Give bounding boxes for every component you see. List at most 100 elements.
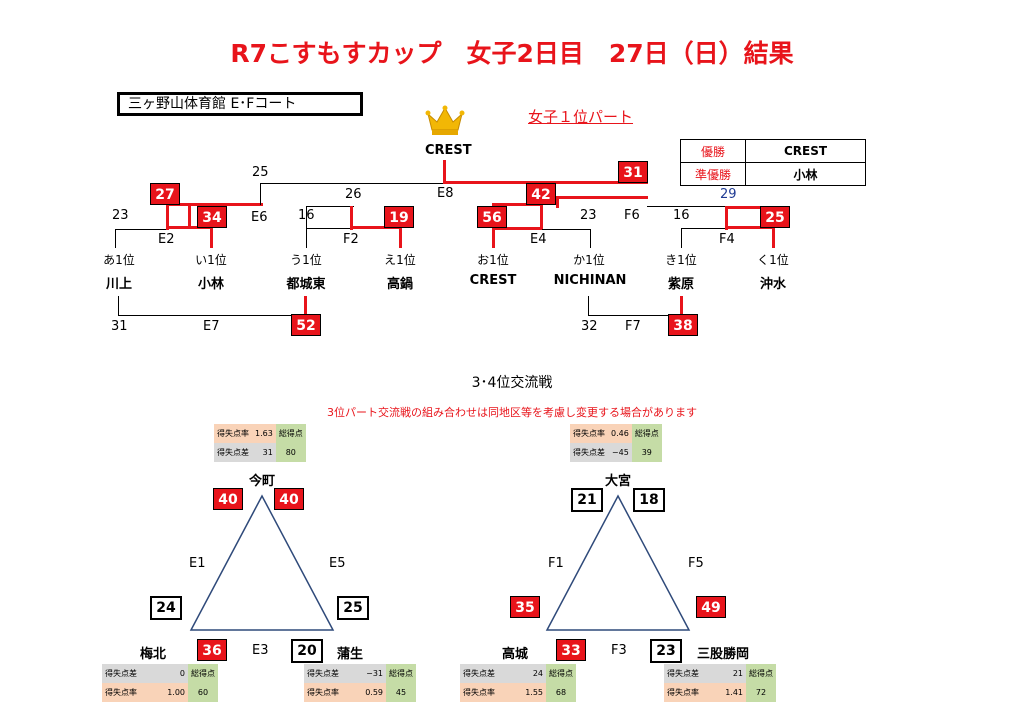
stat-key: 得失点差 xyxy=(664,664,720,683)
stat-value: 45 xyxy=(386,683,416,702)
team-name: 蒲生 xyxy=(337,647,364,662)
stat-key: 得失点差 xyxy=(214,443,252,462)
score-box: 36 xyxy=(197,639,227,661)
bracket-line xyxy=(556,196,648,199)
team-name: 小林 xyxy=(197,277,224,292)
runner-team: 小林 xyxy=(745,162,866,186)
team-name: 大宮 xyxy=(604,474,631,489)
team-seed: あ1位 xyxy=(103,253,135,267)
score-box: 24 xyxy=(150,596,182,620)
stat-value: 1.63 xyxy=(252,424,276,443)
venue-label: 三ヶ野山体育館 E･Fコート xyxy=(117,92,363,116)
score-label: 32 xyxy=(581,319,598,334)
bracket-line xyxy=(725,206,775,209)
bracket-line xyxy=(350,206,353,230)
match-label: E7 xyxy=(203,319,220,334)
team-name: 三股勝岡 xyxy=(697,647,750,662)
bracket-line xyxy=(166,203,263,206)
bracket-line xyxy=(680,296,683,316)
team-name: 沖水 xyxy=(759,277,786,292)
bracket-line xyxy=(540,206,543,230)
team-seed: い1位 xyxy=(195,253,227,267)
match-label: E4 xyxy=(530,232,547,247)
bracket-line xyxy=(588,315,682,316)
stat-key: 得失点差 xyxy=(460,664,520,683)
bracket-line xyxy=(681,228,682,248)
bracket-line xyxy=(166,196,169,230)
team-seed: か1位 xyxy=(573,253,605,267)
score-label: 26 xyxy=(345,187,362,202)
bracket-line xyxy=(492,203,543,206)
bracket-line xyxy=(118,315,306,316)
match-label: F5 xyxy=(688,556,704,571)
match-label: E1 xyxy=(189,556,206,571)
bracket-line xyxy=(542,229,590,230)
bracket-line xyxy=(647,206,727,207)
champion-name: CREST xyxy=(425,143,472,158)
bracket-line xyxy=(260,183,261,205)
bracket-line xyxy=(588,296,589,316)
stat-value: 60 xyxy=(188,683,218,702)
stat-key: 総得点 xyxy=(188,664,218,683)
score-box: 49 xyxy=(696,596,726,618)
score-box: 42 xyxy=(526,183,556,205)
team-name: 川上 xyxy=(105,277,132,292)
bracket-line xyxy=(118,296,119,316)
stat-key: 総得点 xyxy=(746,664,776,683)
bracket-line xyxy=(725,206,728,230)
bracket-line xyxy=(353,206,354,207)
team-seed: う1位 xyxy=(290,253,322,267)
score-label: 25 xyxy=(252,165,269,180)
score-label: 29 xyxy=(720,187,737,202)
score-box: 31 xyxy=(618,161,648,183)
score-box: 23 xyxy=(650,639,682,663)
part-label: 女子１位パート xyxy=(528,108,634,126)
note-text: 3位パート交流戦の組み合わせは同地区等を考慮し変更する場合があります xyxy=(327,406,697,419)
stat-value: 68 xyxy=(546,683,576,702)
team-name: 今町 xyxy=(248,474,275,489)
score-box: 25 xyxy=(760,206,790,228)
match-label: F3 xyxy=(611,643,627,658)
bracket-line xyxy=(210,226,213,248)
score-box: 27 xyxy=(150,183,180,205)
team-name: 高鍋 xyxy=(386,277,413,292)
bracket-line xyxy=(306,206,307,228)
bracket-line xyxy=(492,227,542,230)
bracket-line xyxy=(306,206,351,207)
team-seed: お1位 xyxy=(477,253,509,267)
team-name: 都城東 xyxy=(286,277,326,292)
stat-key: 総得点 xyxy=(386,664,416,683)
team-name: 高城 xyxy=(502,647,529,662)
stat-key: 得失点率 xyxy=(460,683,520,702)
bracket-line xyxy=(306,228,307,248)
bracket-line xyxy=(725,226,775,229)
stat-key: 得失点率 xyxy=(214,424,252,443)
score-box: 56 xyxy=(477,206,507,228)
score-label: 16 xyxy=(673,208,690,223)
stat-value: 72 xyxy=(746,683,776,702)
stat-value: 80 xyxy=(275,443,306,462)
score-box: 40 xyxy=(213,488,243,510)
team-seed: き1位 xyxy=(665,253,697,267)
stat-value: 0.46 xyxy=(608,424,632,443)
stat-value: −45 xyxy=(608,443,632,462)
score-box: 35 xyxy=(510,596,540,618)
score-box: 40 xyxy=(274,488,304,510)
stat-value: 24 xyxy=(520,664,546,683)
stat-value: 0.59 xyxy=(360,683,386,702)
bracket-line xyxy=(399,226,402,248)
bracket-line xyxy=(556,196,559,208)
match-label: F6 xyxy=(624,208,640,223)
score-box: 25 xyxy=(337,596,369,620)
team-name: NICHINAN xyxy=(553,273,627,288)
bracket-line xyxy=(772,226,775,248)
runner-label: 準優勝 xyxy=(680,162,746,186)
score-box: 38 xyxy=(668,314,698,336)
stat-key: 総得点 xyxy=(275,424,306,443)
stat-key: 得失点率 xyxy=(664,683,720,702)
stat-value: 39 xyxy=(631,443,662,462)
